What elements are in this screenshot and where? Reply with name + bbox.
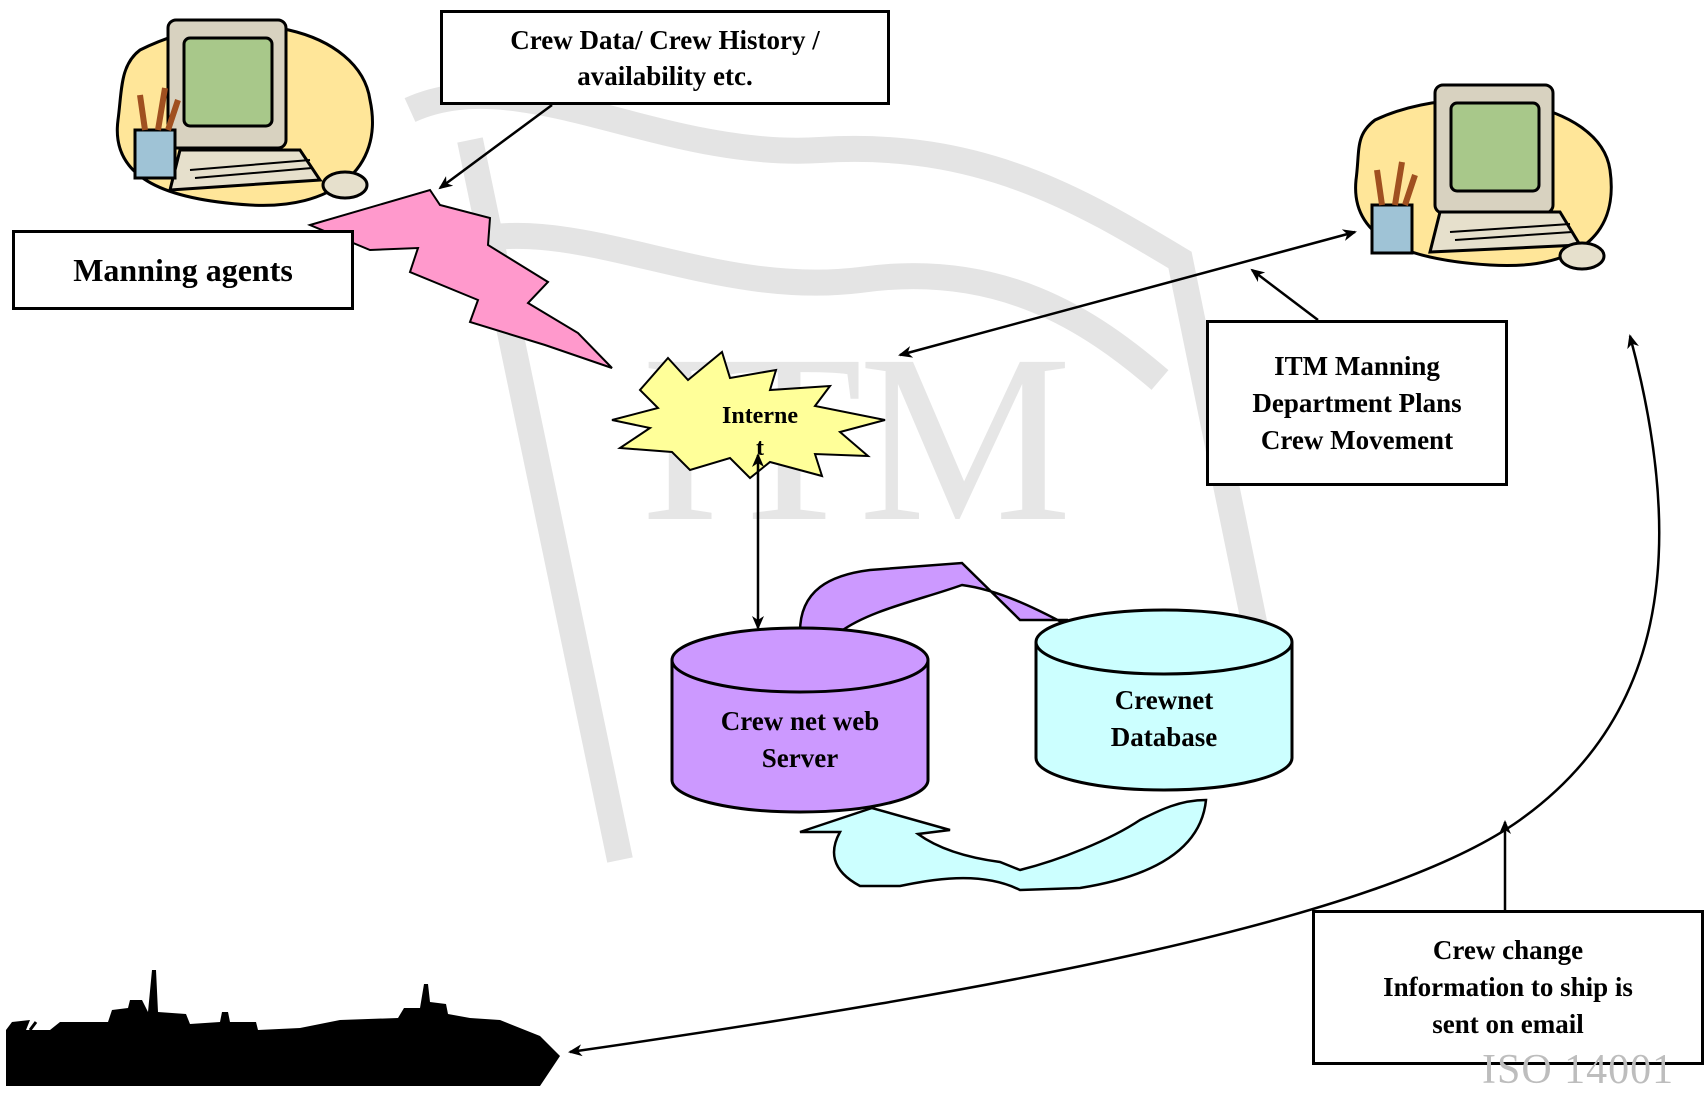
crew-data-line-1: Crew Data/ Crew History / bbox=[510, 24, 820, 55]
crew-data-line-2: availability etc. bbox=[577, 60, 753, 91]
computer-icon-left bbox=[115, 18, 374, 207]
sync-arrow-bottom bbox=[799, 798, 1208, 892]
crew-change-line-2: Information to ship is bbox=[1383, 972, 1633, 1002]
web-server-label-line-2: Server bbox=[761, 743, 839, 773]
arrow-crew-data-to-bolt bbox=[438, 103, 553, 190]
database-label-line-2: Database bbox=[1110, 722, 1218, 752]
database-label: Crewnet Database bbox=[1036, 682, 1292, 756]
arrow-itm-box-to-computer bbox=[1250, 268, 1319, 321]
web-server-label-line-1: Crew net web bbox=[720, 706, 880, 736]
lightning-bolt-icon bbox=[307, 188, 613, 369]
crew-change-line-3: sent on email bbox=[1432, 1009, 1584, 1039]
arrow-ship-to-itm bbox=[568, 334, 1661, 1057]
manning-agents-label: Manning agents bbox=[73, 251, 293, 288]
ship-silhouette-icon bbox=[6, 970, 560, 1086]
iso-watermark: ISO 14001 bbox=[1482, 1047, 1675, 1093]
crew-data-box: Crew Data/ Crew History / availability e… bbox=[440, 10, 890, 105]
database-label-line-1: Crewnet bbox=[1114, 685, 1214, 715]
web-server-label: Crew net web Server bbox=[672, 703, 928, 777]
itm-manning-line-1: ITM Manning bbox=[1274, 350, 1440, 381]
crew-change-box: Crew change Information to ship is sent … bbox=[1312, 910, 1704, 1065]
computer-icon-right bbox=[1354, 83, 1613, 271]
internet-label-line-1: Interne bbox=[722, 403, 798, 429]
internet-label-line-2: t bbox=[756, 435, 764, 461]
itm-manning-line-2: Department Plans bbox=[1252, 387, 1462, 418]
connector-arrows bbox=[438, 103, 1661, 1057]
itm-manning-box: ITM Manning Department Plans Crew Moveme… bbox=[1206, 320, 1508, 486]
internet-label: Interne t bbox=[690, 400, 830, 464]
manning-agents-box: Manning agents bbox=[12, 230, 354, 310]
crew-change-line-1: Crew change bbox=[1432, 935, 1584, 965]
itm-manning-line-3: Crew Movement bbox=[1260, 424, 1454, 455]
